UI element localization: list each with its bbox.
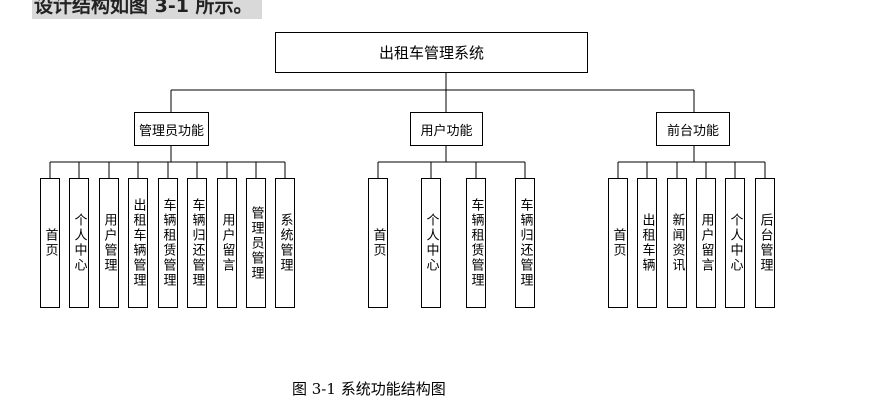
admin-func-vehicle-return-management-label: 车辆归还管理 [189,198,205,288]
module-user-label: 用户功能 [420,123,473,139]
module-user: 用户功能 [410,112,483,146]
module-admin: 管理员功能 [134,112,209,146]
front-func-home: 首页 [608,178,628,308]
front-func-personal-center-label: 个人中心 [727,213,743,273]
admin-func-personal-center-label: 个人中心 [71,213,87,273]
front-func-backend-management-label: 后台管理 [757,213,773,273]
module-front: 前台功能 [656,112,730,146]
admin-func-user-messages: 用户留言 [217,178,237,308]
user-func-home-label: 首页 [370,228,386,258]
front-func-backend-management: 后台管理 [755,178,775,308]
admin-func-vehicle-return-management: 车辆归还管理 [187,178,207,308]
user-func-vehicle-lease-management-label: 车辆租赁管理 [468,198,484,288]
top-text: 设计结构如图 3-1 所示。 [34,0,253,17]
front-func-home-label: 首页 [610,228,626,258]
user-func-personal-center-label: 个人中心 [423,213,439,273]
front-func-news-label: 新闻资讯 [669,213,685,273]
front-func-news: 新闻资讯 [667,178,687,308]
front-func-rental-vehicles: 出租车辆 [637,178,657,308]
admin-func-personal-center: 个人中心 [69,178,89,308]
user-func-vehicle-return-management-label: 车辆归还管理 [517,198,533,288]
module-admin-label: 管理员功能 [138,123,204,139]
user-func-home: 首页 [368,178,388,308]
admin-func-system-management-label: 系统管理 [277,213,293,273]
admin-func-vehicle-lease-management: 车辆租赁管理 [158,178,178,308]
top-text-fragment: 设计结构如图 3-1 所示。 [32,0,262,19]
user-func-vehicle-lease-management: 车辆租赁管理 [466,178,486,308]
user-func-personal-center: 个人中心 [421,178,441,308]
front-func-personal-center: 个人中心 [725,178,745,308]
admin-func-user-management: 用户管理 [99,178,119,308]
admin-func-rental-vehicle-management-label: 出租车辆管理 [130,198,146,288]
front-func-user-messages-label: 用户留言 [698,213,714,273]
admin-func-vehicle-lease-management-label: 车辆租赁管理 [160,198,176,288]
user-func-vehicle-return-management: 车辆归还管理 [515,178,535,308]
admin-func-home-label: 首页 [42,228,58,258]
front-func-rental-vehicles-label: 出租车辆 [639,213,655,273]
admin-func-admin-management: 管理员管理 [246,178,266,308]
admin-func-admin-management-label: 管理员管理 [248,205,264,281]
figure-caption: 图 3-1 系统功能结构图 [292,380,446,398]
root-node: 出租车管理系统 [275,32,588,73]
front-func-user-messages: 用户留言 [696,178,716,308]
admin-func-user-management-label: 用户管理 [101,213,117,273]
admin-func-system-management: 系统管理 [275,178,295,308]
admin-func-user-messages-label: 用户留言 [219,213,235,273]
module-front-label: 前台功能 [666,123,719,139]
admin-func-rental-vehicle-management: 出租车辆管理 [128,178,148,308]
root-label: 出租车管理系统 [378,44,484,62]
admin-func-home: 首页 [40,178,60,308]
